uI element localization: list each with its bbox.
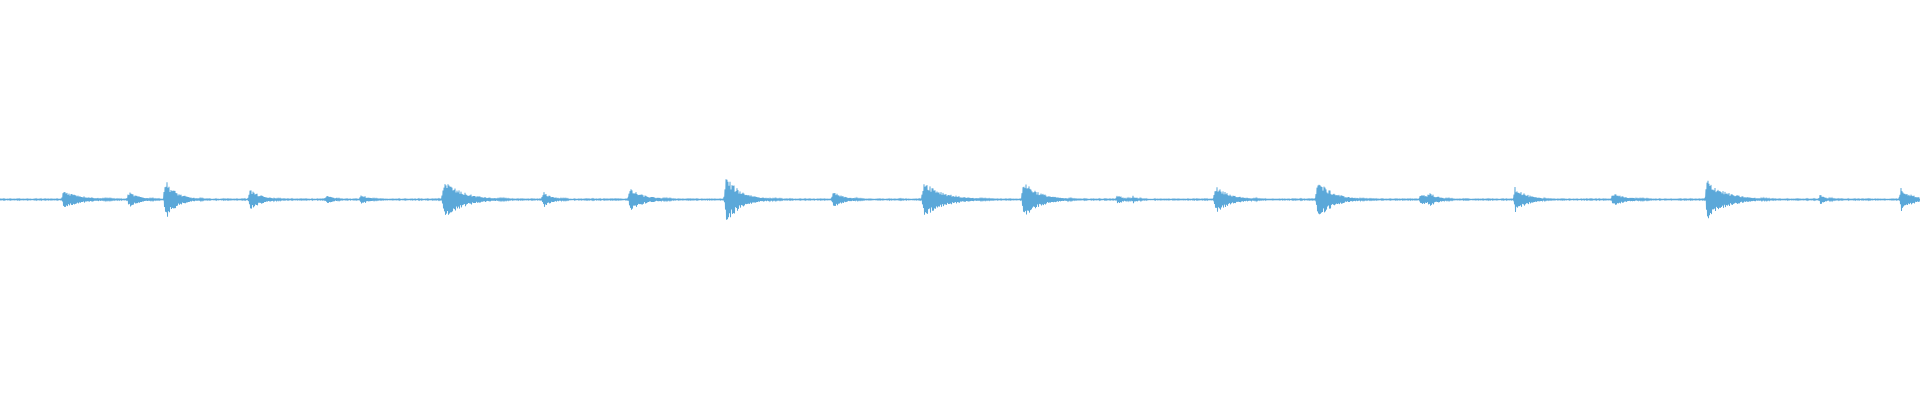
- waveform-signal: [0, 179, 1920, 220]
